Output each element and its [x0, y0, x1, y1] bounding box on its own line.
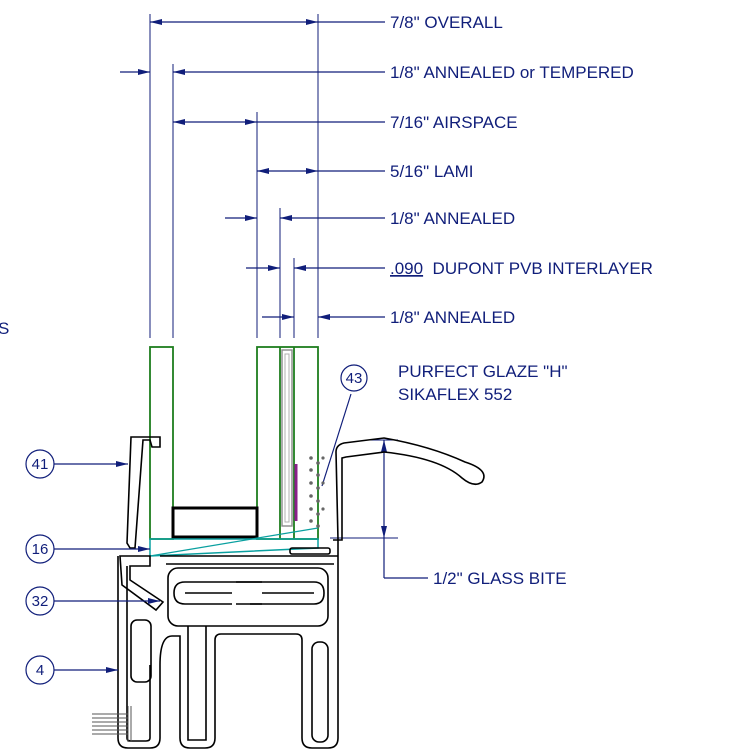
outer-glass-lite — [149, 346, 174, 540]
frame-outline — [117, 437, 485, 749]
glass-bite-dimension-label: 1/2" GLASS BITE — [433, 569, 567, 588]
callout-bubble-43 — [340, 364, 368, 392]
outer-lite-dimension-label: 1/8" ANNEALED or TEMPERED — [390, 63, 634, 82]
callouts: 43 41 16 32 4 — [25, 364, 368, 685]
thermal-break — [167, 567, 329, 627]
sealant-note-line-2: SIKAFLEX 552 — [398, 385, 512, 404]
callout-32: 32 — [32, 593, 49, 610]
screw-fastener — [92, 706, 132, 742]
callout-43: 43 — [346, 370, 363, 387]
overall-dimension-label: 7/8" OVERALL — [390, 13, 503, 32]
left-edge-fragment-text: S — [0, 319, 9, 338]
callout-4: 4 — [36, 662, 44, 679]
dimension-labels: 7/8" OVERALL 1/8" ANNEALED or TEMPERED 7… — [0, 13, 653, 588]
interlayer-dimension-label: .090 DUPONT PVB INTERLAYER — [390, 259, 653, 278]
airspace-dimension-label: 7/16" AIRSPACE — [390, 113, 518, 132]
glazing-bead — [126, 436, 161, 549]
spacer-bar — [281, 349, 293, 527]
sealant-bead — [309, 456, 325, 528]
setting-block — [171, 506, 259, 539]
annealed-dimension-label-2: 1/8" ANNEALED — [390, 308, 515, 327]
callout-16: 16 — [32, 541, 49, 558]
annealed-dimension-label-1: 1/8" ANNEALED — [390, 209, 515, 228]
lami-dimension-label: 5/16" LAMI — [390, 162, 474, 181]
callout-41: 41 — [32, 456, 49, 473]
interlayer-text: DUPONT PVB INTERLAYER — [423, 259, 653, 278]
interlayer-value: .090 — [390, 259, 423, 278]
laminated-glass-outline — [256, 346, 319, 540]
dimension-lines — [120, 14, 428, 579]
frame-profile — [92, 436, 485, 749]
sealant-note-line-1: PURFECT GLAZE "H" — [398, 362, 568, 381]
glass-unit — [149, 346, 325, 557]
